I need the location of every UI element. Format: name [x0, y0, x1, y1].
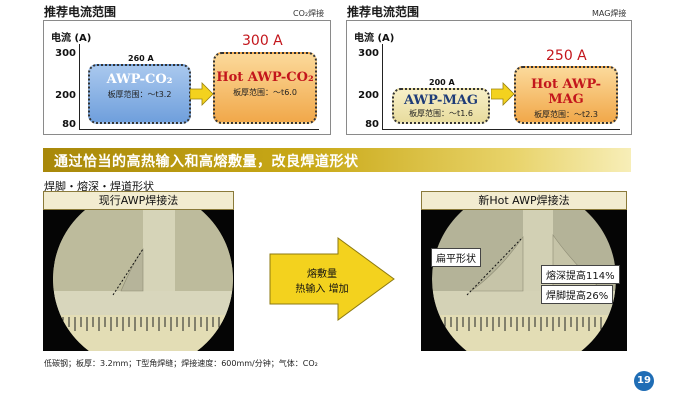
arrow-caption-2: 热输入 增加 — [295, 284, 349, 295]
panel-co2-tick-300: 300 — [55, 48, 76, 59]
panel-mag-tick-300: 300 — [358, 48, 379, 59]
panel-mag-arrow-icon — [491, 82, 515, 106]
flat-shape-label: 扁平形状 — [431, 248, 481, 267]
panel-co2-y-label: 电流 (A) — [51, 33, 92, 44]
current-method-title: 现行AWP焊接法 — [43, 191, 234, 210]
panel-mag-tag: MAG焊接 — [592, 9, 627, 18]
headline-banner — [43, 148, 631, 172]
panel-mag-y-axis — [382, 44, 383, 130]
leg-length-label: 焊脚提高26% — [541, 285, 614, 304]
panel-co2-tag: CO₂焊接 — [293, 9, 325, 18]
hot-method-title: 新Hot AWP焊接法 — [421, 191, 627, 210]
panel-co2-arrow-icon — [190, 82, 214, 106]
awp-mag-label: AWP-MAG — [403, 93, 479, 108]
section-title: 焊脚・熔深・焊道形状 — [44, 180, 154, 193]
awp-mag-range: 板厚范围：～t1.6 — [409, 109, 473, 118]
awp-co2-range: 板厚范围：～t3.2 — [107, 90, 172, 99]
panel-mag-tick-200: 200 — [358, 90, 379, 101]
awp-mag-box: AWP-MAG 板厚范围：～t1.6 — [392, 88, 490, 124]
panel-co2-left-current: 260 A — [128, 54, 154, 63]
hot-awp-co2-box: Hot AWP-CO₂ 板厚范围：～t6.0 — [213, 52, 317, 124]
awp-co2-box: AWP-CO₂ 板厚范围：～t3.2 — [88, 64, 191, 124]
hot-awp-mag-label: Hot AWP-MAG — [531, 77, 601, 107]
panel-mag-left-current: 200 A — [429, 78, 455, 87]
panel-mag-tick-80: 80 — [365, 119, 379, 130]
current-weld-macro-image — [43, 191, 234, 351]
hot-awp-co2-range: 板厚范围：～t6.0 — [233, 88, 297, 97]
panel-co2-x-axis — [79, 129, 319, 130]
panel-mag-y-label: 电流 (A) — [354, 33, 395, 44]
panel-mag-title: 推荐电流范围 — [347, 5, 420, 19]
awp-co2-label: AWP-CO₂ — [106, 72, 173, 87]
penetration-label: 熔深提高114% — [541, 265, 620, 284]
panel-co2-tick-200: 200 — [55, 90, 76, 101]
panel-co2-right-current: 300 A — [242, 33, 283, 49]
hot-awp-co2-label: Hot AWP-CO₂ — [216, 70, 314, 85]
panel-mag-x-axis — [382, 129, 620, 130]
page-number-badge: 19 — [634, 371, 654, 391]
increase-arrow-icon — [269, 237, 395, 321]
headline-text: 通过恰当的高热输入和高熔敷量，改良焊道形状 — [54, 154, 359, 170]
panel-co2-y-axis — [79, 44, 80, 130]
test-conditions-caption: 低碳钢；板厚：3.2mm；T型角焊缝；焊接速度：600mm/分钟；气体：CO₂ — [44, 359, 318, 368]
hot-awp-mag-range: 板厚范围：～t2.3 — [534, 110, 598, 119]
arrow-caption-1: 熔敷量 — [307, 269, 337, 280]
hot-awp-mag-box: Hot AWP-MAG 板厚范围：～t2.3 — [514, 66, 618, 124]
panel-mag-right-current: 250 A — [546, 48, 587, 64]
panel-co2-tick-80: 80 — [62, 119, 76, 130]
current-weld-photo — [43, 191, 234, 351]
panel-co2-title: 推荐电流范围 — [44, 5, 117, 19]
